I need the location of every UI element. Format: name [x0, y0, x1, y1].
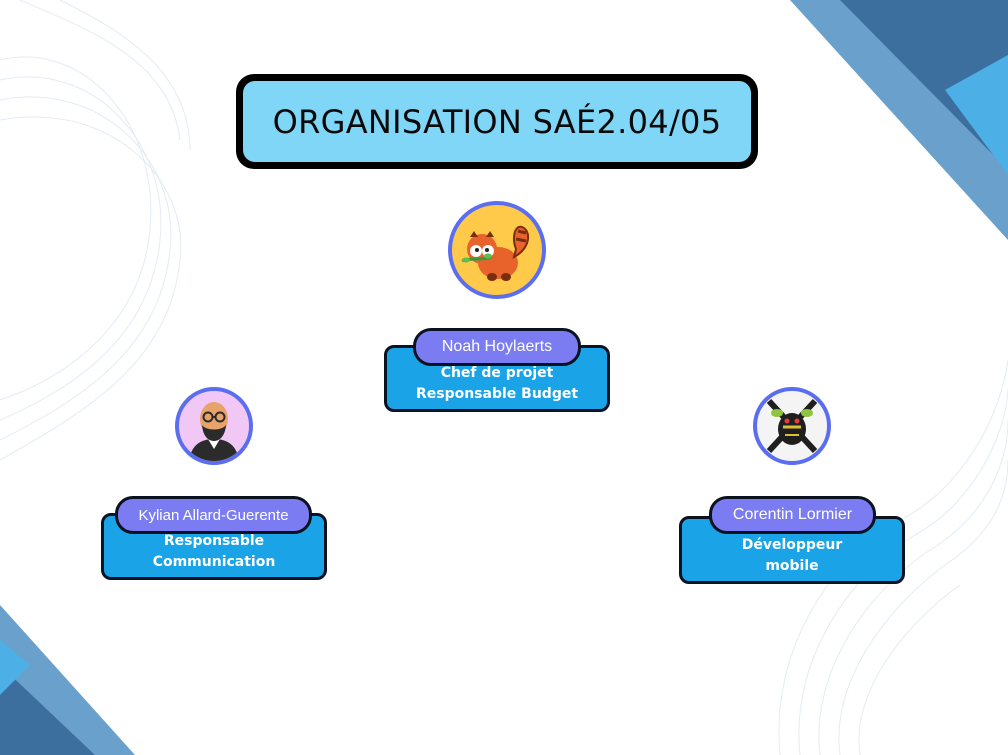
role-line-1: Développeur: [741, 537, 843, 553]
member-name-kylian: Kylian Allard-Guerente: [115, 496, 312, 534]
role-line-1: Responsable: [163, 533, 265, 549]
member-name-corentin: Corentin Lormier: [709, 496, 876, 534]
member-name-noah: Noah Hoylaerts: [413, 328, 581, 366]
red-panda-icon: [448, 201, 546, 299]
role-line-1: Chef de projet: [440, 365, 554, 381]
role-line-2: mobile: [765, 558, 819, 574]
role-line-2: Responsable Budget: [415, 386, 579, 402]
title-banner: ORGANISATION SAÉ2.04/05: [236, 74, 758, 169]
page-title: ORGANISATION SAÉ2.04/05: [243, 81, 751, 162]
bald-man-glasses-icon: [175, 387, 253, 465]
role-line-2: Communication: [152, 554, 276, 570]
dragon-character-icon: [753, 387, 831, 465]
